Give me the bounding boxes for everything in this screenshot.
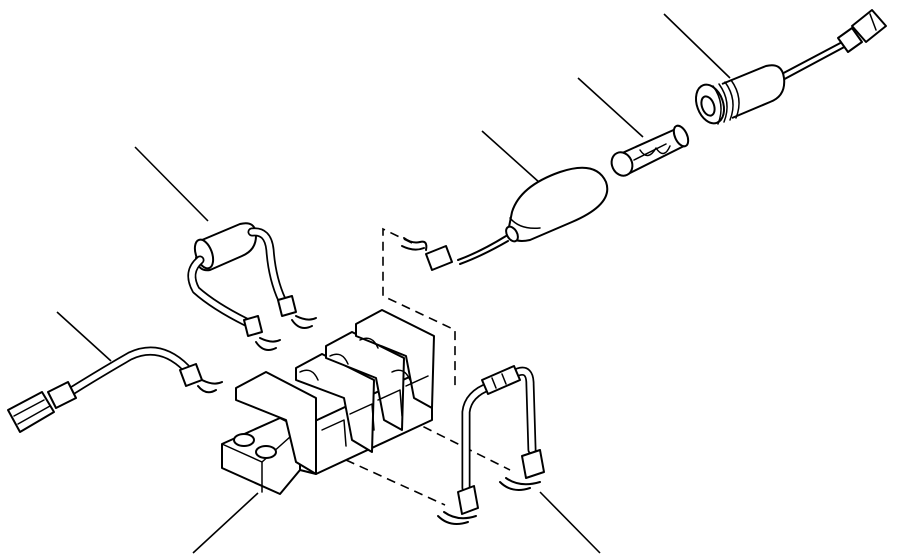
- leader-line-fuse: [577, 77, 644, 138]
- leader-line-jumper-wires: [539, 491, 601, 554]
- jumper-wire-icon: [437, 365, 545, 525]
- leader-line-front-lead: [56, 311, 112, 362]
- guide-line-cap-to-block: [382, 227, 456, 390]
- wire-lead-icon: [7, 346, 223, 433]
- capacitor-lead-icon: [187, 222, 317, 351]
- leader-line-fuse-holder-body: [663, 13, 731, 79]
- leader-lines: [56, 13, 731, 554]
- guide-line-lower-1: [345, 459, 446, 506]
- assembly-guide-lines: [345, 227, 511, 506]
- fuse-holder-body-icon: [694, 9, 887, 125]
- leader-line-suppressor: [134, 146, 209, 222]
- guide-line-lower-2: [409, 419, 511, 471]
- leader-line-terminal-block: [192, 492, 259, 554]
- fuse-holder-cap-icon: [401, 166, 609, 271]
- fuse-icon: [610, 124, 690, 177]
- terminal-block-icon: [221, 309, 435, 495]
- leader-line-fuse-holder-cap: [481, 130, 541, 184]
